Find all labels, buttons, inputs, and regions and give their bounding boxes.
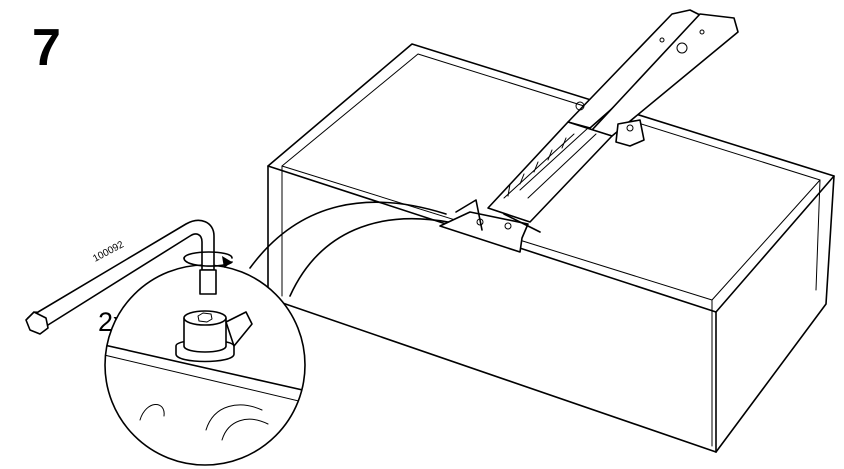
runner-hole-2 (659, 37, 665, 43)
runner-screw-right (504, 222, 512, 230)
board-hole-left (139, 404, 165, 421)
hex-bolt-icon (175, 310, 253, 363)
board-edge-lower (105, 353, 305, 407)
drawer-side-inner-edge (815, 179, 821, 291)
runner-channel-lines (503, 127, 597, 199)
board-edge-top (105, 343, 305, 395)
bolt-top (183, 310, 227, 326)
callout-connector-lower (289, 217, 449, 297)
drawer-runner-icon (439, 9, 739, 253)
hook-clip-right (503, 213, 541, 233)
drawer-box (267, 43, 835, 453)
detail-zoom-circle (104, 264, 306, 466)
bolt-tab (225, 311, 253, 347)
board-slot (205, 404, 269, 441)
runner-rear-bracket (615, 119, 645, 147)
allen-key-hex-end (25, 311, 49, 335)
bolt-hex-socket (197, 312, 213, 323)
runner-screw-left (476, 218, 484, 226)
tool-part-code: 100092 (91, 239, 126, 265)
runner-detail-marks (507, 137, 567, 197)
runner-rear-screw (626, 124, 634, 132)
rotation-arc-back (183, 251, 233, 259)
drawer-side-face (715, 175, 835, 453)
callout-connector-upper (249, 201, 447, 269)
step-number: 7 (32, 19, 61, 77)
bolt-head (183, 317, 227, 353)
runner-front-bracket (439, 211, 529, 253)
runner-upper-section-2 (591, 13, 739, 137)
runner-screw-head (575, 101, 585, 111)
clockwise-rotation-arrow-icon (183, 251, 233, 268)
hook-clip-left (455, 199, 483, 231)
allen-key-tip (199, 269, 217, 295)
runner-hole-3 (699, 29, 705, 35)
rotation-arrowhead (222, 256, 232, 268)
runner-hole (676, 42, 688, 54)
runner-mid-section (487, 121, 613, 223)
